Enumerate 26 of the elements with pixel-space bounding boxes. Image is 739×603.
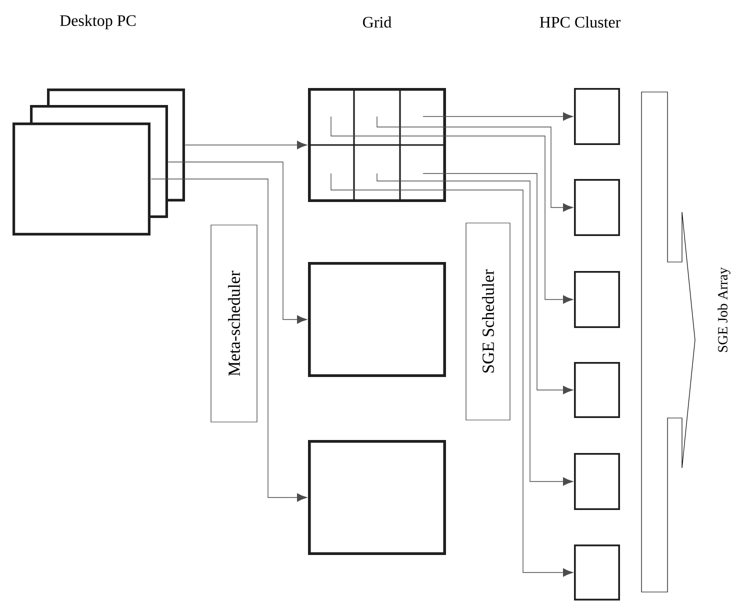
column-heading: HPC Cluster bbox=[540, 16, 621, 28]
scheduler-box: Meta-scheduler bbox=[210, 224, 258, 422]
scheduler-box: SGE Scheduler bbox=[466, 222, 510, 420]
arrow bbox=[184, 140, 308, 150]
arrow bbox=[168, 162, 308, 324]
job-array-bar bbox=[641, 92, 696, 592]
arrow bbox=[422, 112, 574, 121]
desktop-stack-drawing bbox=[12, 88, 185, 236]
arrow bbox=[422, 173, 574, 394]
grid-box bbox=[307, 87, 447, 203]
arrow bbox=[376, 116, 574, 212]
node-box bbox=[574, 453, 620, 510]
column-heading: Grid bbox=[363, 16, 392, 28]
node-box bbox=[574, 362, 620, 418]
column-heading: Desktop PC bbox=[60, 14, 136, 30]
computer-box bbox=[308, 440, 446, 555]
node-box bbox=[574, 544, 620, 600]
node-box bbox=[574, 271, 620, 328]
node-box bbox=[574, 179, 620, 236]
arrow bbox=[330, 116, 574, 304]
arrow bbox=[376, 173, 574, 486]
bar-caption: SGE Job Array bbox=[718, 267, 730, 352]
computer-box bbox=[308, 262, 446, 377]
node-box bbox=[574, 88, 620, 145]
arrow bbox=[150, 178, 308, 502]
arrow bbox=[330, 173, 574, 577]
